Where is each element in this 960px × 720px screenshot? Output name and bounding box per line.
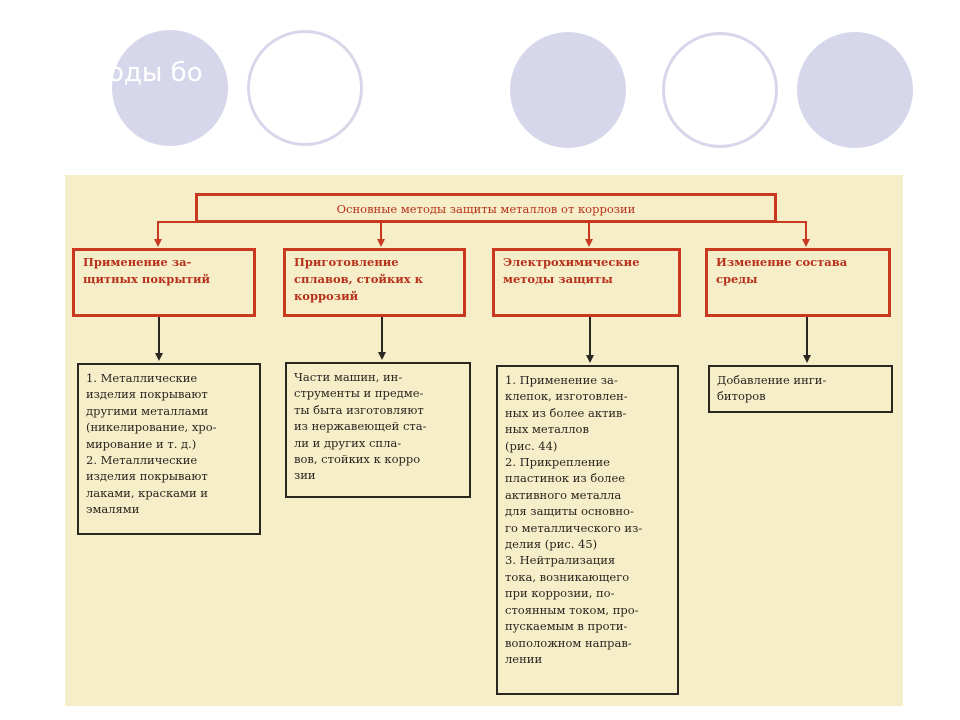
detail-line: из нержавеющей ста-: [294, 419, 427, 434]
detail-box: Части машин, ин-струменты и предме-ты бы…: [285, 362, 471, 498]
detail-line: Части машин, ин-: [294, 370, 403, 384]
detail-line: ты быта изготовляют: [294, 402, 424, 417]
detail-line: (рис. 44): [505, 438, 558, 453]
detail-line: 2. Прикрепление: [505, 455, 610, 470]
connector: [157, 221, 807, 223]
detail-line: изделия покрывают: [86, 387, 208, 402]
detail-line: эмалями: [86, 502, 140, 517]
category-label-line: Электрохимические: [503, 255, 640, 269]
detail-line: (никелирование, хро-: [86, 420, 217, 435]
detail-line: ных из более актив-: [505, 405, 627, 420]
detail-line: стоянным током, про-: [505, 602, 639, 617]
detail-line: пускаемым в проти-: [505, 619, 628, 634]
detail-line: лении: [505, 651, 543, 666]
arrow: [802, 239, 810, 247]
category-box: Применение за-щитных покрытий: [72, 248, 256, 317]
connector: [157, 221, 159, 241]
category-label-line: Приготовление: [294, 255, 399, 269]
diagram-image: Основные методы защиты металлов от корро…: [65, 175, 903, 706]
arrow: [154, 239, 162, 247]
detail-line: Добавление инги-: [717, 373, 827, 387]
connector: [805, 221, 807, 241]
detail-line: мирование и т. д.): [86, 436, 197, 451]
category-label-line: Изменение состава: [716, 255, 848, 269]
detail-line: 1. Металлические: [86, 371, 198, 385]
detail-line: биторов: [717, 389, 766, 404]
detail-line: 2. Металлические: [86, 453, 198, 468]
detail-line: для защиты основно-: [505, 504, 634, 519]
connector: [380, 221, 382, 241]
detail-line: ных металлов: [505, 422, 589, 437]
detail-line: 3. Нейтрализация: [505, 553, 616, 568]
detail-line: при коррозии, по-: [505, 586, 615, 601]
arrow: [377, 239, 385, 247]
detail-line: зии: [294, 468, 316, 483]
detail-line: 1. Применение за-: [505, 373, 618, 387]
category-label-line: методы защиты: [503, 272, 613, 286]
detail-line: активного металла: [505, 487, 622, 502]
category-label-line: коррозий: [294, 289, 359, 303]
category-label-line: среды: [716, 272, 758, 286]
category-label-line: щитных покрытий: [83, 272, 211, 286]
category-box: Электрохимические методы защиты: [492, 248, 681, 317]
arrow: [378, 352, 386, 360]
category-box: Приготовление сплавов, стойких к коррозий: [283, 248, 466, 317]
decor-circle-1: [112, 30, 228, 146]
connector: [806, 317, 808, 355]
category-box: Изменение состава среды: [705, 248, 891, 317]
detail-line: изделия покрывают: [86, 469, 208, 484]
detail-line: лаками, красками и: [86, 485, 208, 500]
decor-circle-2: [247, 30, 363, 146]
category-label-line: Применение за-: [83, 255, 192, 269]
arrow: [585, 239, 593, 247]
detail-line: вов, стойких к корро: [294, 452, 421, 467]
arrow: [155, 353, 163, 361]
connector: [381, 317, 383, 352]
detail-box: 1. Применение за-клепок, изготовлен-ных …: [496, 365, 679, 695]
connector: [588, 221, 590, 241]
detail-line: ли и других спла-: [294, 435, 402, 450]
connector: [158, 317, 160, 353]
detail-line: струменты и предме-: [294, 386, 424, 401]
detail-line: пластинок из более: [505, 471, 626, 486]
root-label: Основные методы защиты металлов от корро…: [336, 202, 636, 216]
detail-line: делия (рис. 45): [505, 537, 598, 552]
detail-box: Добавление инги-биторов: [708, 365, 893, 413]
connector: [589, 317, 591, 355]
category-label-line: сплавов, стойких к: [294, 272, 423, 286]
slide-title: оды бо: [108, 58, 203, 88]
detail-line: воположном направ-: [505, 635, 632, 650]
root-box: Основные методы защиты металлов от корро…: [195, 193, 777, 223]
decor-circle-5: [797, 32, 913, 148]
decor-circle-4: [662, 32, 778, 148]
detail-line: клепок, изготовлен-: [505, 389, 628, 404]
arrow: [586, 355, 594, 363]
detail-line: го металлического из-: [505, 520, 643, 535]
decor-circle-3: [510, 32, 626, 148]
arrow: [803, 355, 811, 363]
detail-line: другими металлами: [86, 403, 209, 418]
detail-line: тока, возникающего: [505, 569, 630, 584]
